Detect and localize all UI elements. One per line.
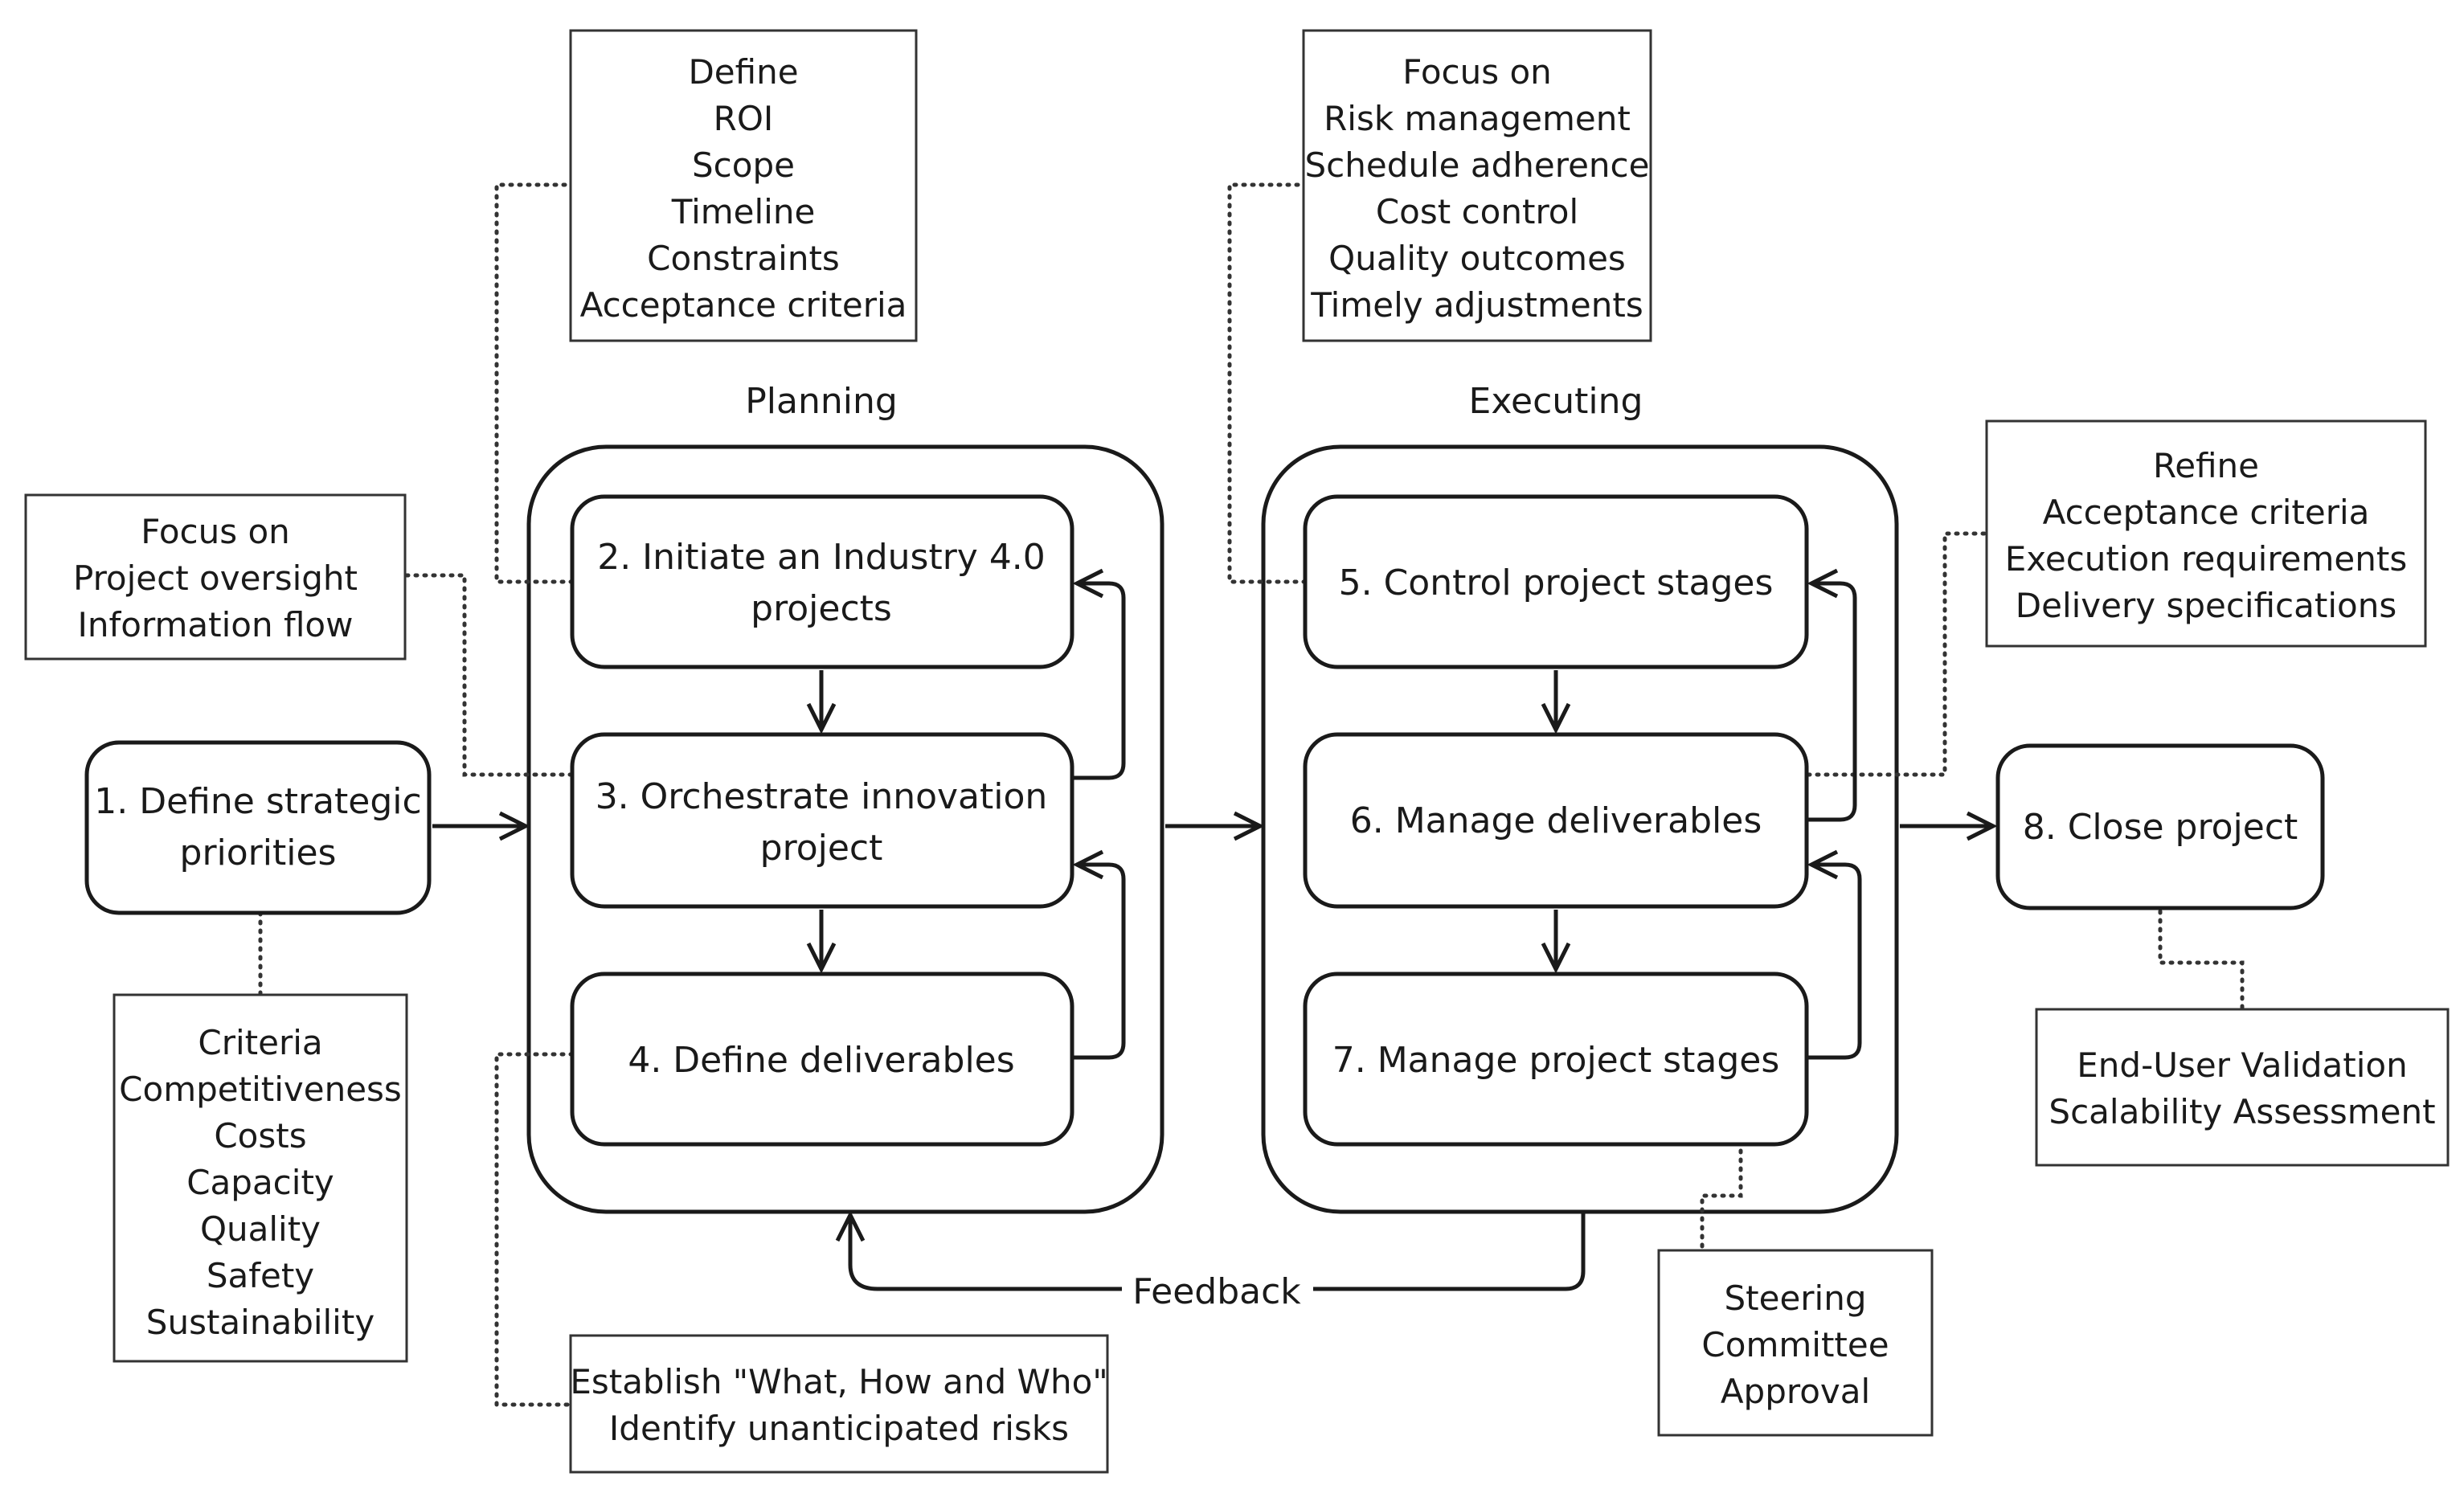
step-s8-line-1: 8. Close project bbox=[2023, 807, 2298, 848]
note-refine-line-1: Refine bbox=[2153, 446, 2259, 485]
note-define-line-3: Scope bbox=[692, 145, 795, 185]
note-focus_exec-line-5: Quality outcomes bbox=[1328, 239, 1626, 278]
note-validation-line-1: End-User Validation bbox=[2077, 1045, 2407, 1085]
planning-label: Planning bbox=[745, 381, 898, 422]
arrow-feedback-left bbox=[850, 1215, 1122, 1291]
svg-text:6. Manage deliverables: 6. Manage deliverables bbox=[1350, 800, 1762, 841]
note-criteria-line-5: Quality bbox=[200, 1209, 321, 1249]
note-establish-line-2: Identify unanticipated risks bbox=[609, 1409, 1069, 1448]
step-2: 2. Initiate an Industry 4.0 projects bbox=[570, 494, 1074, 669]
note-refine-line-4: Delivery specifications bbox=[2016, 586, 2396, 625]
note-define-line-6: Acceptance criteria bbox=[580, 285, 907, 325]
note-focus_exec-line-1: Focus on bbox=[1402, 52, 1552, 92]
step-6: 6. Manage deliverables bbox=[1303, 732, 1809, 909]
note-steering-line-3: Approval bbox=[1721, 1372, 1870, 1411]
executing-label: Executing bbox=[1469, 381, 1643, 422]
note-steering-line-2: Committee bbox=[1701, 1325, 1889, 1364]
arrow-step3-back-to-step2 bbox=[1074, 583, 1126, 780]
note-criteria-line-1: Criteria bbox=[198, 1023, 322, 1062]
feedback-label: Feedback bbox=[1132, 1271, 1301, 1312]
note-validation-line-2: Scalability Assessment bbox=[2049, 1092, 2435, 1131]
note-criteria-line-4: Capacity bbox=[186, 1163, 334, 1202]
note-criteria-line-7: Sustainability bbox=[146, 1303, 375, 1342]
svg-text:Establish "What, How and Who"I: Establish "What, How and Who" Identify un… bbox=[570, 1362, 1107, 1448]
step-s5-line-1: 5. Control project stages bbox=[1339, 562, 1774, 603]
arrow-step6-back-to-step5 bbox=[1808, 583, 1857, 822]
note-criteria-line-6: Safety bbox=[207, 1256, 314, 1295]
connector-establish-to-step4 bbox=[494, 1052, 575, 1407]
note-focus_oversight-line-2: Project oversight bbox=[73, 558, 358, 598]
step-s1-line-2: priorities bbox=[180, 832, 337, 873]
svg-text:5. Control project stages: 5. Control project stages bbox=[1339, 562, 1774, 603]
svg-text:8. Close project: 8. Close project bbox=[2023, 807, 2298, 848]
note-focus_exec-line-3: Schedule adherence bbox=[1305, 145, 1650, 185]
note-define-line-2: ROI bbox=[714, 99, 774, 138]
step-8: 8. Close project bbox=[1995, 743, 2325, 910]
note-focus_exec-line-6: Timely adjustments bbox=[1310, 285, 1643, 325]
note-focus_oversight-line-1: Focus on bbox=[141, 512, 290, 551]
step-s4-line-1: 4. Define deliverables bbox=[628, 1040, 1014, 1081]
note-focus_oversight-line-3: Information flow bbox=[78, 605, 354, 644]
step-4: 4. Define deliverables bbox=[570, 972, 1074, 1147]
step-s2-line-2: projects bbox=[751, 588, 892, 629]
arrow-step4-back-to-step3 bbox=[1074, 865, 1126, 1060]
note-focus_exec-line-2: Risk management bbox=[1324, 99, 1631, 138]
note-define-line-1: Define bbox=[688, 52, 798, 92]
note-refine-line-3: Execution requirements bbox=[2005, 539, 2408, 579]
step-s3-line-1: 3. Orchestrate innovation bbox=[596, 776, 1048, 817]
step-s3-line-2: project bbox=[760, 828, 883, 869]
step-1: 1. Define strategic priorities bbox=[84, 740, 432, 915]
svg-text:4. Define deliverables: 4. Define deliverables bbox=[628, 1040, 1014, 1081]
connector-oversight-to-step3 bbox=[404, 573, 575, 777]
note-define-line-5: Constraints bbox=[647, 239, 840, 278]
note-focus_exec-line-4: Cost control bbox=[1376, 192, 1578, 231]
connector-define-to-step2 bbox=[494, 182, 575, 584]
note-criteria-line-3: Costs bbox=[214, 1116, 306, 1156]
connector-focusexec-to-step5 bbox=[1227, 182, 1308, 584]
note-steering-line-1: Steering bbox=[1724, 1278, 1866, 1318]
step-7: 7. Manage project stages bbox=[1303, 972, 1809, 1147]
step-s6-line-1: 6. Manage deliverables bbox=[1350, 800, 1762, 841]
connector-refine-to-step6 bbox=[1806, 531, 1987, 777]
step-3: 3. Orchestrate innovation project bbox=[570, 732, 1074, 909]
arrow-feedback-right bbox=[1313, 1213, 1586, 1291]
step-s7-line-1: 7. Manage project stages bbox=[1332, 1040, 1780, 1081]
step-5: 5. Control project stages bbox=[1303, 494, 1809, 669]
note-criteria-line-2: Competitiveness bbox=[119, 1070, 402, 1109]
note-define-line-4: Timeline bbox=[671, 192, 816, 231]
dotted-connectors bbox=[258, 182, 2245, 1407]
svg-text:7. Manage project stages: 7. Manage project stages bbox=[1332, 1040, 1780, 1081]
connector-validation-to-step8 bbox=[2158, 909, 2245, 1010]
step-s1-line-1: 1. Define strategic bbox=[94, 781, 421, 822]
note-establish-line-1: Establish "What, How and Who" bbox=[570, 1362, 1107, 1401]
note-refine-line-2: Acceptance criteria bbox=[2043, 493, 2370, 532]
note-establish: Establish "What, How and Who" Identify un… bbox=[569, 1334, 1109, 1474]
connector-steering-to-step7 bbox=[1700, 1148, 1743, 1251]
step-s2-line-1: 2. Initiate an Industry 4.0 bbox=[597, 537, 1046, 578]
flow-arrows bbox=[432, 583, 1993, 1291]
arrow-step7-back-to-step6 bbox=[1808, 865, 1862, 1060]
